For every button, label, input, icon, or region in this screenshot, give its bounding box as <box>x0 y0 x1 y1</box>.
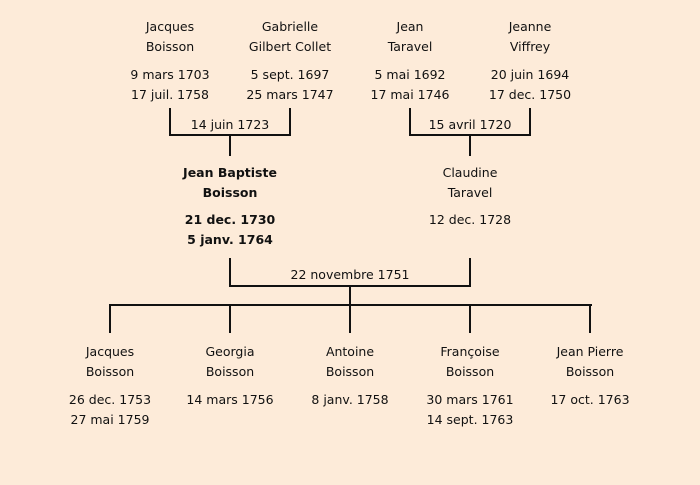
person-name: Jean <box>396 19 424 34</box>
person-gabrielle-gilbert-collet: Gabrielle Gilbert Collet 5 sept. 1697 25… <box>210 17 370 105</box>
connector-line <box>229 258 231 287</box>
death-date: 27 mai 1759 <box>70 412 150 427</box>
person-surname: Boisson <box>202 185 258 200</box>
death-date: 14 sept. 1763 <box>426 412 514 427</box>
person-name: Georgia <box>205 344 255 359</box>
person-surname: Boisson <box>325 364 375 379</box>
birth-date: 17 oct. 1763 <box>550 392 630 407</box>
person-surname: Boisson <box>205 364 255 379</box>
birth-date: 30 mars 1761 <box>426 392 514 407</box>
person-georgia-boisson: Georgia Boisson 14 mars 1756 <box>150 342 310 410</box>
person-jacques-boisson-sr: Jacques Boisson 9 mars 1703 17 juil. 175… <box>90 17 250 105</box>
person-name: Jean Baptiste <box>183 165 277 180</box>
death-date: 5 janv. 1764 <box>187 232 273 247</box>
birth-date: 14 mars 1756 <box>186 392 274 407</box>
person-name: Françoise <box>440 344 500 359</box>
connector-line <box>229 134 231 156</box>
death-date: 17 juil. 1758 <box>131 87 209 102</box>
person-jeanne-viffrey: Jeanne Viffrey 20 juin 1694 17 dec. 1750 <box>450 17 610 105</box>
person-name: Jacques <box>145 19 195 34</box>
person-jean-taravel: Jean Taravel 5 mai 1692 17 mai 1746 <box>330 17 490 105</box>
person-name: Jeanne <box>508 19 552 34</box>
connector-line <box>229 304 231 333</box>
birth-date: 5 mai 1692 <box>374 67 446 82</box>
person-name: Jean Pierre <box>556 344 624 359</box>
person-surname: Boisson <box>445 364 495 379</box>
birth-date: 26 dec. 1753 <box>68 392 152 407</box>
birth-date: 21 dec. 1730 <box>184 212 276 227</box>
person-surname: Boisson <box>145 39 195 54</box>
person-surname: Boisson <box>565 364 615 379</box>
person-jean-baptiste-boisson: Jean Baptiste Boisson 21 dec. 1730 5 jan… <box>150 163 310 250</box>
person-surname: Taravel <box>447 185 493 200</box>
person-francoise-boisson: Françoise Boisson 30 mars 1761 14 sept. … <box>390 342 550 430</box>
person-name: Claudine <box>442 165 498 180</box>
connector-line <box>169 108 171 136</box>
person-antoine-boisson: Antoine Boisson 8 janv. 1758 <box>270 342 430 410</box>
connector-line <box>409 108 411 136</box>
person-surname: Boisson <box>85 364 135 379</box>
death-date: 17 dec. 1750 <box>488 87 572 102</box>
birth-date: 20 juin 1694 <box>490 67 570 82</box>
person-surname: Taravel <box>387 39 433 54</box>
connector-line <box>349 304 351 333</box>
connector-line <box>589 304 591 333</box>
person-claudine-taravel: Claudine Taravel 12 dec. 1728 <box>390 163 550 230</box>
death-date: 17 mai 1746 <box>370 87 450 102</box>
marriage-date-left: 14 juin 1723 <box>190 117 270 132</box>
person-jean-pierre-boisson: Jean Pierre Boisson 17 oct. 1763 <box>510 342 670 410</box>
marriage-date-main: 22 novembre 1751 <box>290 267 410 282</box>
connector-line <box>529 108 531 136</box>
person-surname: Gilbert Collet <box>248 39 332 54</box>
connector-line <box>469 134 471 156</box>
birth-date: 12 dec. 1728 <box>428 212 512 227</box>
person-name: Jacques <box>85 344 135 359</box>
connector-line <box>469 258 471 287</box>
death-date: 25 mars 1747 <box>246 87 334 102</box>
person-name: Antoine <box>325 344 375 359</box>
birth-date: 9 mars 1703 <box>130 67 210 82</box>
person-name: Gabrielle <box>261 19 319 34</box>
person-surname: Viffrey <box>509 39 551 54</box>
connector-line <box>469 304 471 333</box>
birth-date: 8 janv. 1758 <box>311 392 389 407</box>
connector-line <box>349 285 351 305</box>
marriage-date-right: 15 avril 1720 <box>428 117 512 132</box>
person-jacques-boisson-jr: Jacques Boisson 26 dec. 1753 27 mai 1759 <box>30 342 190 430</box>
birth-date: 5 sept. 1697 <box>250 67 330 82</box>
connector-line <box>109 304 111 333</box>
connector-line <box>289 108 291 136</box>
